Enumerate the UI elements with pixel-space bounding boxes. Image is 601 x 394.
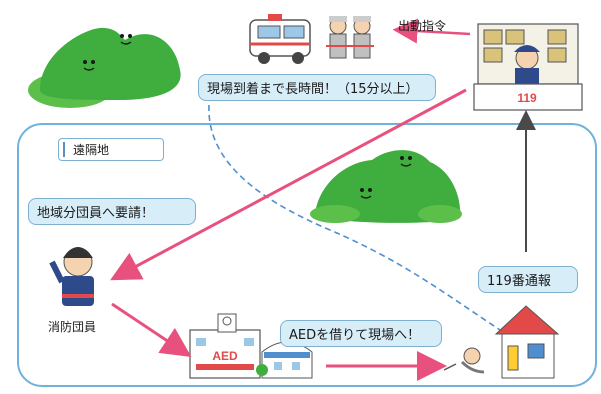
firefighter-label: 消防団員 (48, 320, 97, 334)
patient-icon (443, 347, 485, 374)
center-sign: 119 (517, 91, 537, 105)
report-119-callout: 119番通報 (478, 266, 578, 293)
paramedics-icon (326, 16, 374, 59)
arrow-to-hospital (111, 302, 192, 357)
aed-sign: AED (212, 349, 238, 363)
remote-area-label: 遠隔地 (58, 138, 164, 161)
arrow-request-firefighter (110, 88, 467, 281)
ambulance-icon (249, 14, 311, 64)
hospital-icon (189, 313, 313, 379)
mountain-icon (310, 150, 462, 223)
arrow-dispatch (392, 18, 471, 44)
travel-time-callout: 現場到着まで長時間！（15分以上） (198, 74, 436, 101)
request-member-callout: 地域分団員へ要請！ (28, 198, 196, 225)
remote-area-boundary (17, 123, 597, 387)
firefighter-icon (49, 247, 94, 306)
dispatch-order-label: 出動指令 (398, 19, 447, 33)
ambulance-route-dashed (208, 94, 501, 331)
house-icon (494, 305, 560, 379)
borrow-aed-callout: AEDを借りて現場へ！ (280, 320, 442, 347)
dispatcher-icon (473, 23, 583, 111)
mountain-icon (28, 27, 181, 108)
